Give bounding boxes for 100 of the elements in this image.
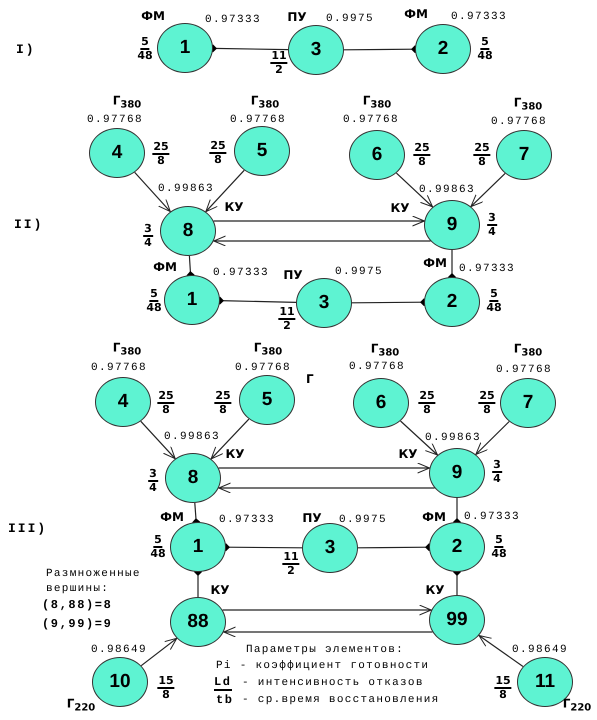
value-label: 0.98649 bbox=[91, 644, 147, 656]
node-circle: 3 bbox=[302, 523, 358, 573]
node-circle: 5 bbox=[239, 375, 295, 425]
fraction-numerator: 25 bbox=[152, 141, 170, 155]
fraction-numerator: 25 bbox=[418, 390, 436, 404]
type-label: ФМ bbox=[423, 256, 447, 270]
arrow bbox=[210, 418, 250, 460]
type-label: ФМ bbox=[160, 510, 184, 524]
fraction-numerator: 5 bbox=[140, 36, 150, 50]
type-label: КУ bbox=[225, 447, 245, 461]
value-label: 0.99863 bbox=[164, 431, 220, 443]
node-circle: 7 bbox=[500, 378, 556, 428]
type-label: Г$_{380}$ bbox=[112, 93, 142, 111]
fraction-denominator: 48 bbox=[146, 302, 162, 314]
fraction-denominator: 8 bbox=[478, 156, 486, 168]
arrow bbox=[222, 604, 432, 616]
type-label: ПУ bbox=[302, 511, 322, 525]
arrow bbox=[396, 172, 434, 208]
arrow bbox=[475, 421, 510, 455]
value-label: 0.98649 bbox=[512, 644, 568, 656]
arrow bbox=[134, 172, 171, 212]
fraction-denominator: 4 bbox=[488, 226, 496, 238]
arrow bbox=[400, 420, 438, 456]
fraction-numerator: 25 bbox=[478, 390, 496, 404]
type-label: Г$_{380}$ bbox=[514, 95, 542, 113]
note-text: Размноженные вершины: bbox=[46, 567, 142, 597]
arrow bbox=[223, 626, 432, 638]
arrow bbox=[140, 638, 178, 666]
type-label: Г$_{380}$ bbox=[514, 341, 542, 359]
section-number: II) bbox=[14, 217, 44, 232]
type-label: КУ bbox=[224, 200, 244, 214]
value-label: 0.99863 bbox=[419, 184, 475, 196]
fraction-denominator: 48 bbox=[150, 548, 166, 560]
fraction-denominator: 4 bbox=[149, 482, 157, 494]
node-circle: 88 bbox=[170, 597, 226, 647]
node-circle: 9 bbox=[424, 200, 480, 250]
fraction-numerator: 25 bbox=[209, 140, 227, 154]
node-circle: 1 bbox=[164, 275, 220, 325]
value-label: 0.99863 bbox=[158, 183, 214, 195]
value-label: 0.9975 bbox=[339, 514, 387, 526]
value-label: 0.9975 bbox=[335, 266, 383, 278]
legend-symbol: tb bbox=[216, 693, 234, 707]
fraction-denominator: 48 bbox=[477, 50, 493, 62]
fraction-numerator: 25 bbox=[214, 390, 232, 404]
type-label: ФМ bbox=[141, 9, 165, 23]
note-text: (9,99)=9 bbox=[42, 617, 112, 631]
arrow bbox=[214, 216, 425, 226]
value-label: 0.97768 bbox=[496, 364, 552, 376]
fraction-denominator: 8 bbox=[157, 155, 165, 167]
value-label: 0.97768 bbox=[235, 362, 291, 374]
type-label: КУ bbox=[425, 583, 445, 597]
value-label: 0.97333 bbox=[464, 511, 520, 523]
type-label: КУ bbox=[390, 201, 410, 215]
fraction-denominator: 8 bbox=[162, 404, 170, 416]
arrow bbox=[218, 482, 435, 494]
fraction-numerator: 25 bbox=[473, 142, 491, 156]
fraction-denominator: 2 bbox=[283, 320, 291, 332]
value-label: 0.97768 bbox=[343, 114, 399, 126]
fraction-denominator: 8 bbox=[162, 689, 170, 701]
type-label: ПУ bbox=[287, 10, 307, 24]
type-label: Г$_{380}$ bbox=[370, 341, 400, 359]
node-circle: 99 bbox=[429, 595, 485, 645]
fraction-denominator: 8 bbox=[219, 404, 227, 416]
section-number: III) bbox=[8, 521, 48, 536]
node-circle: 5 bbox=[234, 126, 290, 176]
fraction-denominator: 8 bbox=[423, 404, 431, 416]
fraction-denominator: 48 bbox=[137, 50, 153, 62]
node-circle: 6 bbox=[353, 378, 409, 428]
fraction-numerator: 15 bbox=[157, 675, 175, 689]
node-circle: 4 bbox=[95, 377, 151, 427]
fraction-numerator: 5 bbox=[480, 36, 490, 50]
node-circle: 1 bbox=[170, 522, 226, 572]
type-label: Г$_{380}$ bbox=[250, 93, 280, 111]
value-label: 0.97333 bbox=[451, 11, 507, 23]
section-number: I) bbox=[16, 42, 36, 57]
node-circle: 2 bbox=[429, 522, 485, 572]
value-label: 0.97768 bbox=[91, 362, 147, 374]
value-label: 0.97768 bbox=[87, 114, 143, 126]
node-circle: 9 bbox=[429, 448, 485, 498]
node-circle: 4 bbox=[89, 128, 145, 178]
fraction-numerator: 15 bbox=[494, 675, 512, 689]
type-label: Г$_{380}$ bbox=[254, 340, 282, 358]
arrow bbox=[470, 172, 506, 208]
node-circle: 8 bbox=[165, 453, 221, 503]
fraction-numerator: 5 bbox=[494, 534, 504, 548]
fraction-denominator: 2 bbox=[287, 565, 295, 577]
node-circle: 2 bbox=[424, 277, 480, 327]
type-label: Г bbox=[306, 372, 314, 386]
fraction-numerator: 3 bbox=[143, 223, 153, 237]
node-circle: 1 bbox=[157, 23, 213, 73]
arrow bbox=[205, 170, 245, 212]
arrow bbox=[213, 236, 430, 246]
type-label: ФМ bbox=[422, 510, 446, 524]
arrow bbox=[478, 635, 524, 667]
fraction-denominator: 8 bbox=[214, 154, 222, 166]
legend-text: Pi - коэффициент готовности bbox=[216, 659, 430, 674]
legend-heading: Параметры элементов: bbox=[246, 643, 404, 658]
node-circle: 3 bbox=[288, 25, 344, 75]
value-label: 0.97768 bbox=[230, 114, 286, 126]
legend-text: - интенсивность отказов bbox=[242, 676, 424, 691]
